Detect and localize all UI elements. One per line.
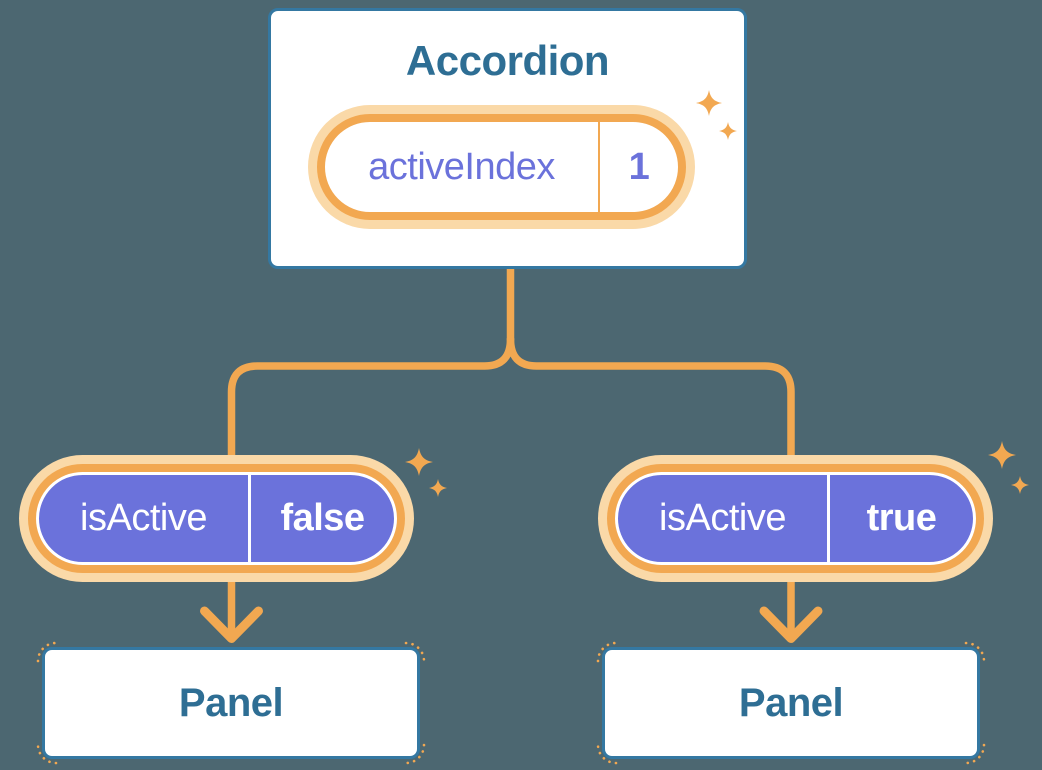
prop-pill-isactive-false: isActive false — [36, 472, 397, 565]
prop-name: isActive — [80, 497, 207, 539]
sparkle-icon — [1011, 476, 1029, 494]
state-name: activeIndex — [368, 145, 555, 188]
panel-component-card: Panel — [602, 647, 980, 759]
pill-divider — [827, 475, 830, 562]
prop-pill-isactive-true: isActive true — [615, 472, 976, 565]
sparkle-icon — [405, 448, 433, 476]
state-pill-activeindex: activeIndex 1 — [317, 114, 686, 220]
arrow-icon — [759, 606, 823, 643]
arrow-icon — [200, 606, 263, 643]
sparkle-icon — [429, 479, 447, 497]
prop-name: isActive — [659, 497, 786, 539]
panel-component-card: Panel — [42, 647, 420, 759]
prop-value: false — [280, 497, 365, 539]
prop-value: true — [866, 497, 937, 539]
component-title: Accordion — [405, 37, 610, 84]
sparkle-icon — [988, 441, 1016, 469]
pill-divider — [598, 122, 600, 212]
state-value: 1 — [628, 145, 650, 188]
